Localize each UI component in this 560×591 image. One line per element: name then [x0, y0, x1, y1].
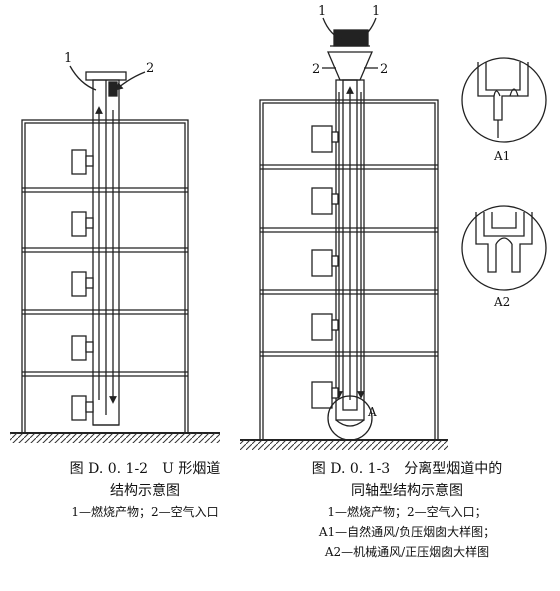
caption-right-title-1: 图 D. 0. 1-3 分离型烟道中的	[311, 461, 503, 477]
label-2a: 2	[312, 62, 320, 77]
label-1a: 1	[318, 4, 326, 19]
label-1-left: 1	[64, 51, 72, 66]
detail-a2	[461, 205, 547, 291]
ground-hatch-right	[240, 440, 448, 450]
caption-right-legend-2: A1—自然通风/负压烟囱大样图；	[318, 525, 496, 539]
caption-right: 图 D. 0. 1-3 分离型烟道中的 同轴型结构示意图 1—燃烧产物；2—空气…	[272, 458, 542, 562]
leader-1a	[322, 17, 345, 41]
u-flue-figure	[10, 65, 220, 443]
ground-hatch-left	[10, 433, 220, 443]
label-a2: A2	[493, 295, 510, 309]
leader-2-left	[115, 71, 146, 91]
caption-right-legend-1: 1—燃烧产物；2—空气入口；	[327, 505, 487, 519]
leader-1-left	[69, 65, 97, 91]
u-flue-chimney	[85, 71, 127, 426]
label-a1: A1	[493, 149, 510, 163]
detail-a1	[461, 57, 547, 143]
building-left	[21, 119, 189, 434]
label-1b: 1	[372, 4, 380, 19]
label-2b: 2	[380, 62, 388, 77]
caption-right-title-2: 同轴型结构示意图	[351, 483, 463, 499]
label-2-left: 2	[146, 61, 154, 76]
u-flue-appliances	[71, 149, 94, 421]
caption-left-title-1: 图 D. 0. 1-2 U 形烟道	[69, 461, 221, 477]
label-a: A	[367, 405, 377, 419]
caption-left-legend: 1—燃烧产物；2—空气入口	[71, 505, 219, 519]
coaxial-chimney	[335, 79, 365, 427]
coaxial-appliances	[311, 125, 339, 409]
caption-left: 图 D. 0. 1-2 U 形烟道 结构示意图 1—燃烧产物；2—空气入口	[50, 458, 240, 522]
caption-left-title-2: 结构示意图	[110, 483, 180, 499]
building-right	[259, 99, 439, 441]
caption-right-legend-3: A2—机械通风/正压烟囱大样图	[324, 545, 490, 559]
detail-circle-a	[327, 395, 373, 441]
coaxial-flue-figure	[240, 17, 547, 450]
coaxial-terminal	[327, 29, 373, 81]
leader-1b	[357, 17, 377, 41]
